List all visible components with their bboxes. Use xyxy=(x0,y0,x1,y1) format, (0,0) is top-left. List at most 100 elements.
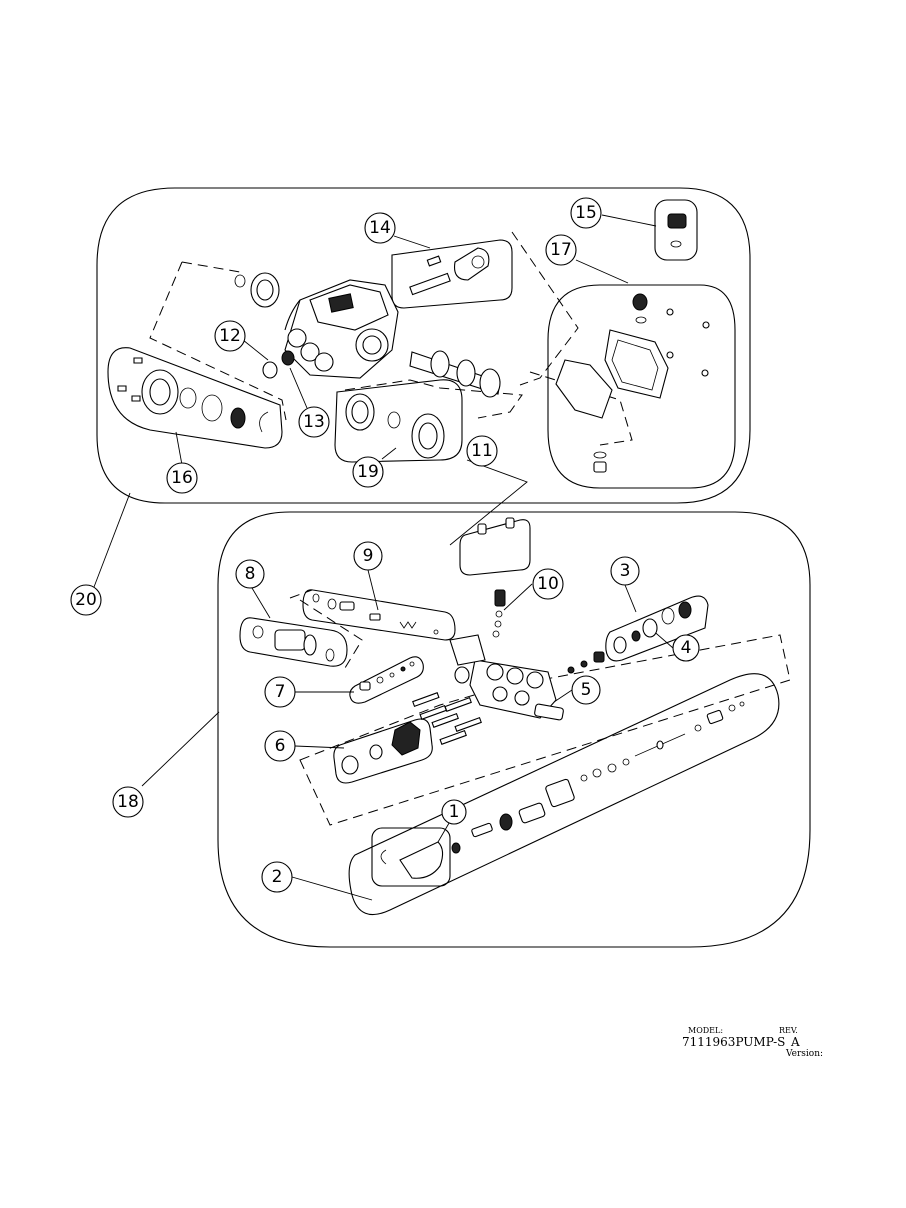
svg-text:11: 11 xyxy=(471,441,493,461)
callout-14: 14 xyxy=(364,212,396,244)
oil-plug-15 xyxy=(667,213,687,248)
leader-16 xyxy=(175,431,183,466)
callout-20: 20 xyxy=(70,584,102,616)
leader-19 xyxy=(381,447,397,460)
leader-17 xyxy=(575,259,629,284)
title-block: MODEL: REV. 7111963PUMP-S A Version: xyxy=(682,1024,842,1064)
callout-6: 6 xyxy=(264,730,296,762)
callout-13: 13 xyxy=(298,406,330,438)
kit-6-outline xyxy=(333,718,433,784)
svg-text:20: 20 xyxy=(75,590,97,610)
model-number: 7111963PUMP-S xyxy=(682,1035,786,1049)
leader-20 xyxy=(93,492,131,588)
leader-18 xyxy=(141,711,220,787)
callout-10: 10 xyxy=(532,568,564,600)
callout-8: 8 xyxy=(235,559,265,589)
leader-10 xyxy=(503,583,533,611)
kit-5-outline xyxy=(459,519,531,576)
callout-15: 15 xyxy=(570,197,602,229)
explode-line-f xyxy=(289,589,313,599)
svg-text:7: 7 xyxy=(275,682,286,702)
leader-14 xyxy=(393,235,431,249)
explode-line-c xyxy=(511,231,579,386)
callout-12: 12 xyxy=(214,320,246,352)
kit-3-outline xyxy=(605,595,709,662)
explode-line-h xyxy=(299,634,791,826)
svg-text:4: 4 xyxy=(681,638,692,658)
kit-2-outline xyxy=(348,673,780,916)
revision-label: REV. xyxy=(779,1026,798,1035)
svg-text:19: 19 xyxy=(357,462,379,482)
outlet-fitting-5 xyxy=(534,703,564,721)
seal-kit-3-4 xyxy=(567,601,692,674)
callout-17: 17 xyxy=(545,234,577,266)
svg-text:16: 16 xyxy=(171,468,193,488)
svg-text:18: 18 xyxy=(117,792,139,812)
svg-text:8: 8 xyxy=(245,564,256,584)
svg-text:15: 15 xyxy=(575,203,597,223)
kit-14-outline xyxy=(391,239,513,309)
callout-3: 3 xyxy=(610,556,640,586)
explode-line-a xyxy=(149,261,287,421)
svg-text:6: 6 xyxy=(275,736,286,756)
callout-2: 2 xyxy=(261,861,293,893)
valve-kit-7 xyxy=(359,661,415,691)
kit-7-outline xyxy=(349,656,424,704)
kit-9-outline xyxy=(302,589,456,641)
leader-9 xyxy=(367,569,379,611)
pump-manifold xyxy=(449,634,557,719)
bearing-kit-19 xyxy=(345,393,445,459)
callout-16: 16 xyxy=(166,462,198,494)
crankcase-body xyxy=(284,279,399,379)
svg-text:12: 12 xyxy=(219,326,241,346)
nozzle-1 xyxy=(380,841,444,879)
svg-text:14: 14 xyxy=(369,218,391,238)
version-label: Version: xyxy=(786,1049,824,1059)
kit-15-outline xyxy=(654,199,698,261)
explode-line-g xyxy=(299,599,363,669)
spray-lance-2 xyxy=(451,701,745,854)
svg-text:17: 17 xyxy=(550,240,572,260)
lower-assembly-outline xyxy=(217,511,811,948)
bearing-12-13 xyxy=(262,350,295,379)
leader-15 xyxy=(601,214,657,227)
revision-value: A xyxy=(791,1035,800,1049)
kit-16-outline xyxy=(107,347,283,449)
callout-7: 7 xyxy=(264,676,296,708)
svg-text:9: 9 xyxy=(363,546,374,566)
kit-19-outline xyxy=(334,379,463,463)
connecting-rod-kit xyxy=(409,247,490,296)
callout-19: 19 xyxy=(352,456,384,488)
upper-assembly-outline xyxy=(96,187,751,504)
callout-5: 5 xyxy=(571,675,601,705)
bearing-top-left xyxy=(234,272,280,308)
svg-text:2: 2 xyxy=(272,867,283,887)
svg-text:1: 1 xyxy=(449,802,460,822)
leader-12 xyxy=(242,339,269,361)
leader-2 xyxy=(291,876,373,901)
explode-line-e xyxy=(529,371,633,446)
svg-text:13: 13 xyxy=(303,412,325,432)
callout-11: 11 xyxy=(466,435,498,467)
valve-kit-9 xyxy=(312,593,439,635)
bolts xyxy=(412,692,482,745)
callout-4: 4 xyxy=(672,634,700,662)
model-label: MODEL: xyxy=(688,1026,724,1035)
pressure-knob-6 xyxy=(341,721,421,775)
rear-cover-17 xyxy=(555,293,710,473)
leader-11 xyxy=(449,459,528,546)
leader-6 xyxy=(294,745,345,749)
unloader-8 xyxy=(252,625,335,662)
leader-8 xyxy=(251,587,271,619)
leader-13 xyxy=(289,367,308,409)
kit-1-outline xyxy=(371,827,451,887)
check-valves-10 xyxy=(477,517,515,638)
callout-9: 9 xyxy=(353,541,383,571)
explode-line-d xyxy=(344,379,523,419)
seal-kit-16 xyxy=(117,357,269,433)
svg-text:3: 3 xyxy=(620,561,631,581)
svg-text:10: 10 xyxy=(537,574,559,594)
kit-17-outline xyxy=(547,284,736,489)
leader-3 xyxy=(624,584,637,613)
